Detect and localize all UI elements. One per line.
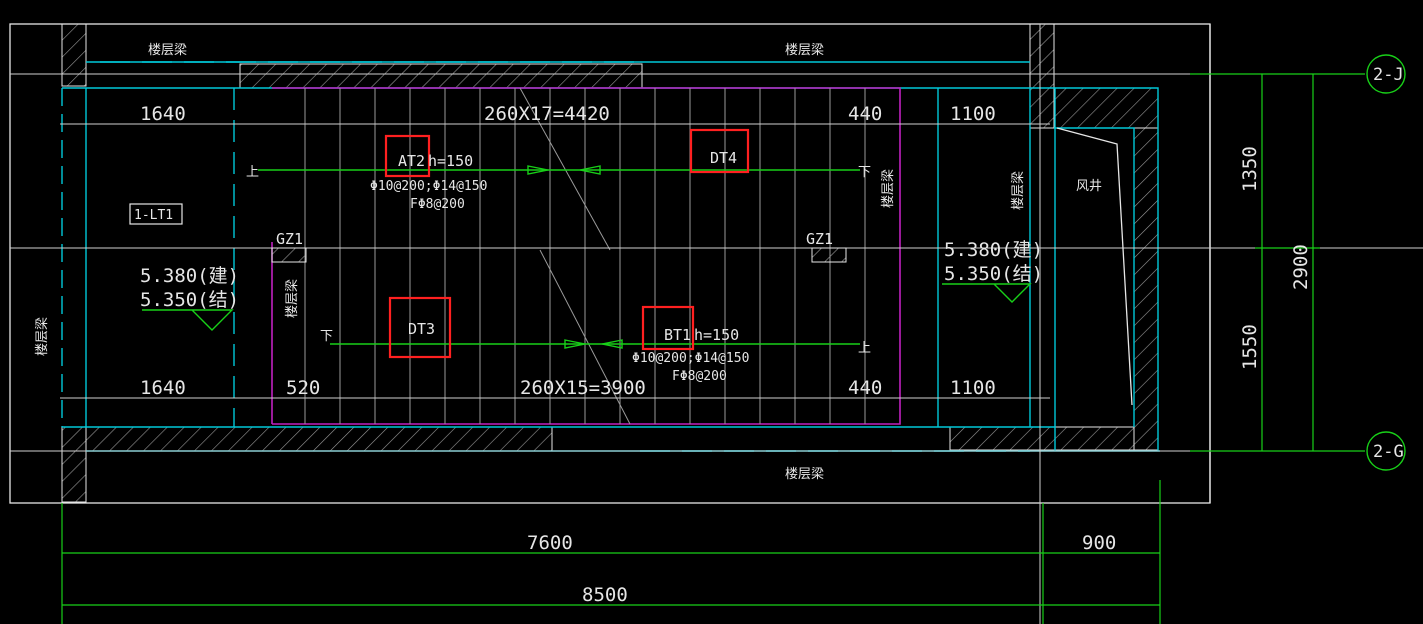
inner-beam-right: 楼层梁 xyxy=(881,169,896,208)
upper-flight-marked-id: DT4 xyxy=(710,149,737,167)
highlight-boxes xyxy=(384,128,750,359)
highlight-dt4 xyxy=(689,128,750,174)
highlight-dt3 xyxy=(388,296,452,359)
lower-flight-rebar1: Φ10@200;Φ14@150 xyxy=(632,351,749,366)
grid-bubble-top xyxy=(1366,54,1406,94)
left-dim-top: 1640 xyxy=(140,103,186,125)
tag-box xyxy=(129,203,183,225)
beam-label-top: 楼层梁 xyxy=(148,43,187,58)
lower-flight-marked-id: DT3 xyxy=(408,320,435,338)
left-tag: 1-LT1 xyxy=(134,208,173,223)
gz-markers xyxy=(271,247,847,263)
lower-flight-rebar2: FΦ8@200 xyxy=(672,369,727,384)
stair-outline xyxy=(271,87,901,425)
upper-flight-dir-end: 下 xyxy=(858,165,871,180)
right-dim-bottom: 1100 xyxy=(950,377,996,399)
right-elev-arch: 5.380(建) xyxy=(944,239,1043,261)
highlight-at2 xyxy=(384,134,431,178)
bottom-dimension-lines xyxy=(61,480,1161,624)
vdim-lower: 1550 xyxy=(1239,324,1261,370)
upper-flight-rebar2: FΦ8@200 xyxy=(410,197,465,212)
right-dim-top: 1100 xyxy=(950,103,996,125)
vdim-total: 2900 xyxy=(1290,244,1312,290)
dim-440-bottom: 440 xyxy=(848,377,882,399)
right-dimension-lines xyxy=(1190,73,1365,452)
dim-440-top: 440 xyxy=(848,103,882,125)
beam-label-top-right: 楼层梁 xyxy=(785,43,824,58)
highlight-bt1 xyxy=(641,305,695,351)
right-elev-struct: 5.350(结) xyxy=(944,263,1043,285)
hdim-total: 8500 xyxy=(582,584,628,606)
stair-treads xyxy=(304,87,866,425)
shaft-outline xyxy=(1056,127,1133,406)
grid-axis-bottom: 2-G xyxy=(1373,442,1404,462)
grid-axis-bubbles xyxy=(1366,54,1406,471)
stair-top-dim: 260X17=4420 xyxy=(484,103,610,125)
flight-arrows xyxy=(258,165,860,349)
beam-label-bottom: 楼层梁 xyxy=(785,467,824,482)
elevation-markers xyxy=(142,283,1032,331)
grid-bubble-bottom xyxy=(1366,431,1406,471)
lower-flight-dir-end: 上 xyxy=(858,341,871,356)
shaft-label: 风井 xyxy=(1076,179,1102,194)
stair-bottom-dim: 260X15=3900 xyxy=(520,377,646,399)
dim-520: 520 xyxy=(286,377,320,399)
right-side-beam: 楼层梁 xyxy=(1011,171,1026,210)
hatched-walls xyxy=(61,23,1159,503)
upper-flight-thickness: h=150 xyxy=(428,152,473,170)
left-side-beam: 楼层梁 xyxy=(35,317,50,356)
vdim-upper: 1350 xyxy=(1239,146,1261,192)
hdim-extra: 900 xyxy=(1082,532,1116,554)
reference-lines xyxy=(10,24,1423,624)
lower-flight-thickness: h=150 xyxy=(694,326,739,344)
upper-flight-id: AT2 xyxy=(398,152,425,170)
lower-flight-dir-start: 下 xyxy=(320,329,333,344)
inner-beam-left: 楼层梁 xyxy=(285,279,300,318)
left-elev-struct: 5.350(结) xyxy=(140,289,239,311)
hdim-main: 7600 xyxy=(527,532,573,554)
lower-flight-id: BT1 xyxy=(664,326,691,344)
left-elev-arch: 5.380(建) xyxy=(140,265,239,287)
upper-flight-dir-start: 上 xyxy=(246,165,259,180)
grid-axis-top: 2-J xyxy=(1373,65,1404,85)
left-dim-bottom: 1640 xyxy=(140,377,186,399)
gz-left: GZ1 xyxy=(276,230,303,248)
gz-right: GZ1 xyxy=(806,230,833,248)
upper-flight-rebar1: Φ10@200;Φ14@150 xyxy=(370,179,487,194)
